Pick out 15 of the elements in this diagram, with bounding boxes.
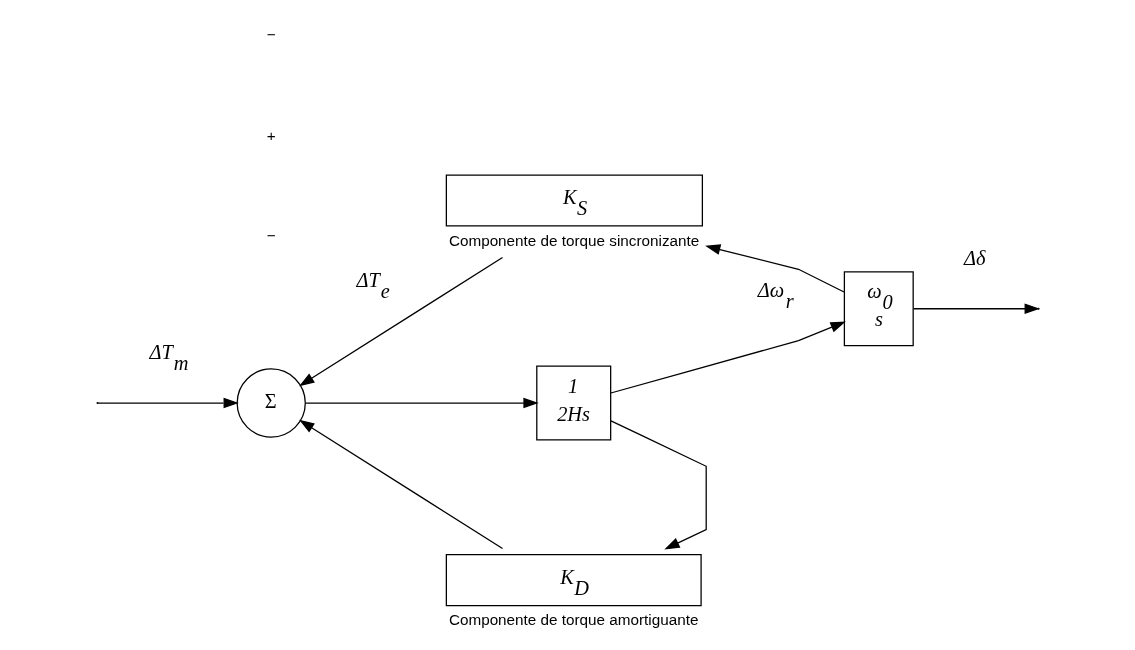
arrow: [609, 420, 707, 550]
arrow: [298, 419, 503, 550]
label: −: [266, 227, 276, 245]
edge-label: Δδ: [963, 247, 986, 270]
arrow: [97, 397, 239, 409]
arrow: [704, 244, 845, 293]
node-label: Componente de torque sincronizante: [448, 231, 699, 249]
node-box: 1 2Hs: [535, 365, 611, 441]
node-circle: Σ: [236, 368, 306, 438]
arrow: [298, 256, 503, 387]
label: +: [266, 126, 276, 144]
label: −: [266, 26, 276, 44]
arrow: [609, 321, 846, 394]
arrow: [304, 397, 539, 409]
node-label: Componente de torque amortiguante: [448, 611, 698, 629]
